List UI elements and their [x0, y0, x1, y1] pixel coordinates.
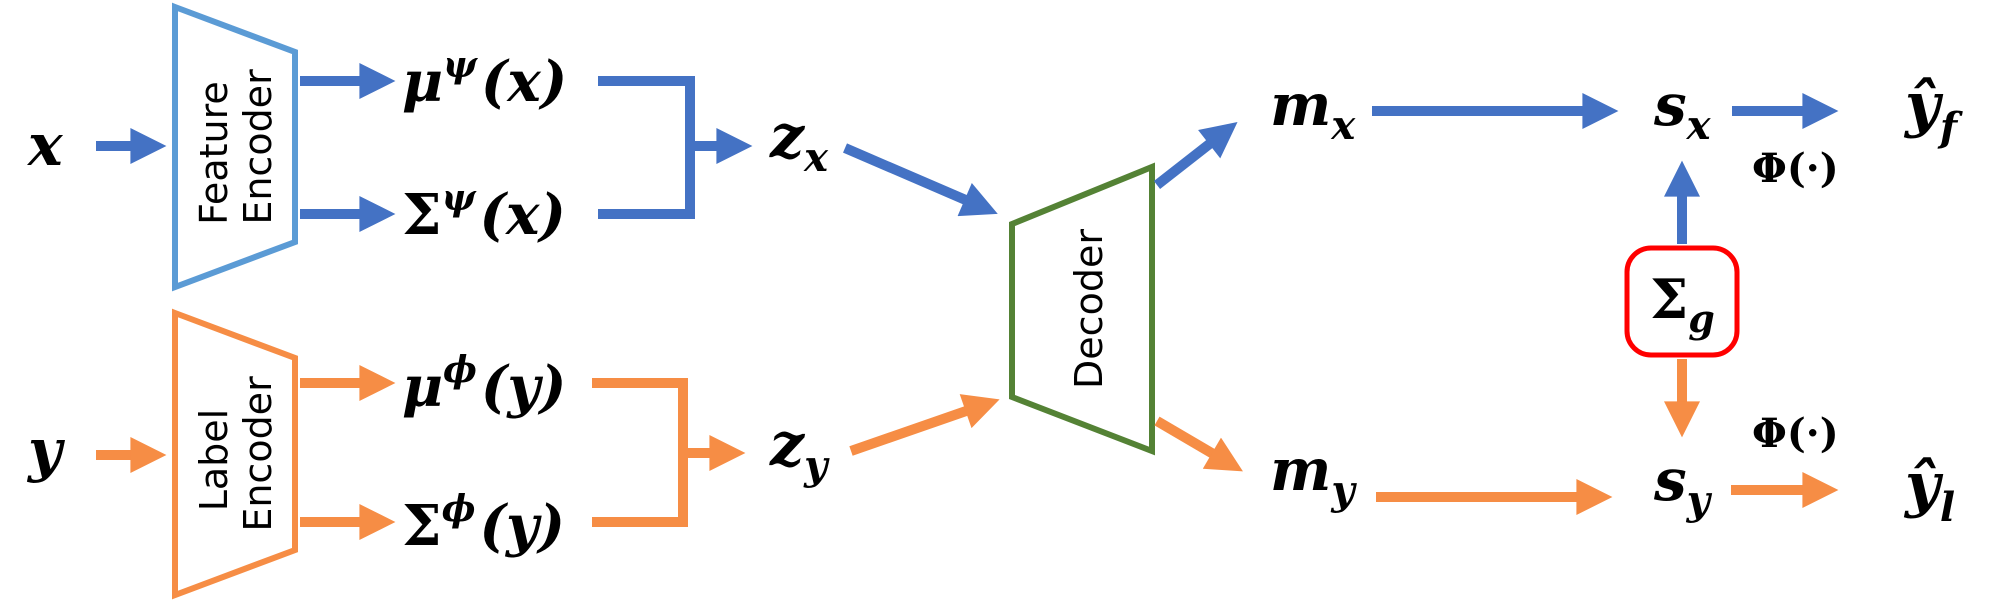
svg-text:Feature Encoder: Feature Encoder: [192, 69, 280, 225]
phi-feature-label: Φ(·): [1752, 145, 1839, 192]
feature-encoder: Feature Encoder: [172, 2, 298, 292]
label-encoder-label-line2: Encoder: [236, 376, 280, 532]
s-x-label: sx: [1653, 71, 1712, 149]
feature-encoder-shape: [172, 2, 298, 292]
arrow-z-y-to-decoder: [849, 394, 1000, 456]
input-x-label: x: [26, 111, 64, 179]
decoder: Decoder: [1009, 162, 1155, 456]
arrow-decoder-to-m-x: [1153, 122, 1238, 189]
z-y-label: zy: [769, 410, 830, 489]
connector-sigma-y-to-merge: [592, 453, 688, 527]
input-y-label: y: [26, 416, 66, 484]
label-encoder-shape: [172, 308, 298, 600]
m-y-label: my: [1270, 436, 1357, 514]
arrow-decoder-to-m-y: [1154, 416, 1243, 472]
feature-encoder-label-line2: Encoder: [236, 69, 280, 225]
yhat-l-label: ŷl: [1903, 450, 1955, 531]
connector-mu-x-to-merge: [598, 76, 695, 146]
sigma-psi-x-label: Σψ(x): [402, 177, 566, 248]
phi-label-label: Φ(·): [1752, 410, 1839, 457]
svg-text:Label Encoder: Label Encoder: [192, 376, 280, 532]
decoder-shape: [1009, 162, 1155, 456]
z-x-label: zx: [769, 102, 829, 181]
connector-mu-y-to-merge: [592, 378, 688, 453]
yhat-f-label: ŷf: [1903, 70, 1963, 151]
sigma-g-box: [1624, 245, 1740, 358]
feature-branch-arrows: [96, 63, 1839, 244]
s-y-label: sy: [1653, 446, 1713, 524]
mu-phi-y-label: μϕ(y): [402, 349, 566, 420]
decoder-label: Decoder: [1067, 229, 1111, 389]
connector-sigma-x-to-merge: [598, 146, 695, 219]
label-branch-arrows: [96, 359, 1839, 540]
label-encoder-label-line1: Label: [192, 409, 236, 512]
feature-encoder-label-line1: Feature: [192, 81, 236, 225]
sigma-phi-y-label: Σϕ(y): [402, 488, 565, 559]
mu-psi-x-label: μψ(x): [402, 44, 567, 115]
m-x-label: mx: [1270, 71, 1356, 149]
sigma-g-label: Σg: [1650, 267, 1715, 341]
arrow-z-x-to-decoder: [843, 143, 998, 217]
label-encoder: Label Encoder: [172, 308, 298, 600]
